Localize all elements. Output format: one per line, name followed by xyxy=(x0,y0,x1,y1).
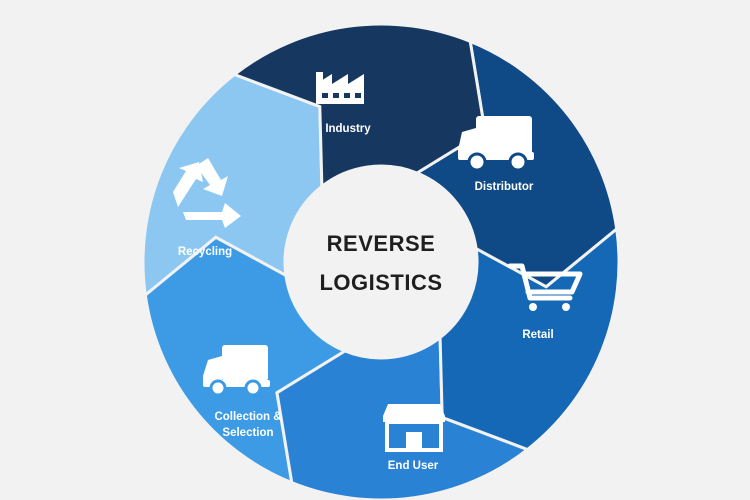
factory-icon xyxy=(316,72,364,104)
label-collection: Collection & xyxy=(214,411,281,423)
label-end-user: End User xyxy=(388,460,439,472)
truck-icon xyxy=(203,345,270,397)
label-industry: Industry xyxy=(325,123,371,135)
center-title-line1: REVERSE xyxy=(327,231,436,256)
storefront-icon xyxy=(383,404,445,452)
recycle-icon xyxy=(173,158,241,228)
label-retail: Retail xyxy=(522,329,553,341)
label-recycling: Recycling xyxy=(178,246,232,258)
truck-icon xyxy=(458,116,534,172)
shopping-cart-icon xyxy=(507,263,583,311)
label-selection: Selection xyxy=(222,427,273,439)
center-hub xyxy=(285,166,477,358)
center-title-line2: LOGISTICS xyxy=(319,270,442,295)
label-distributor: Distributor xyxy=(475,181,534,193)
